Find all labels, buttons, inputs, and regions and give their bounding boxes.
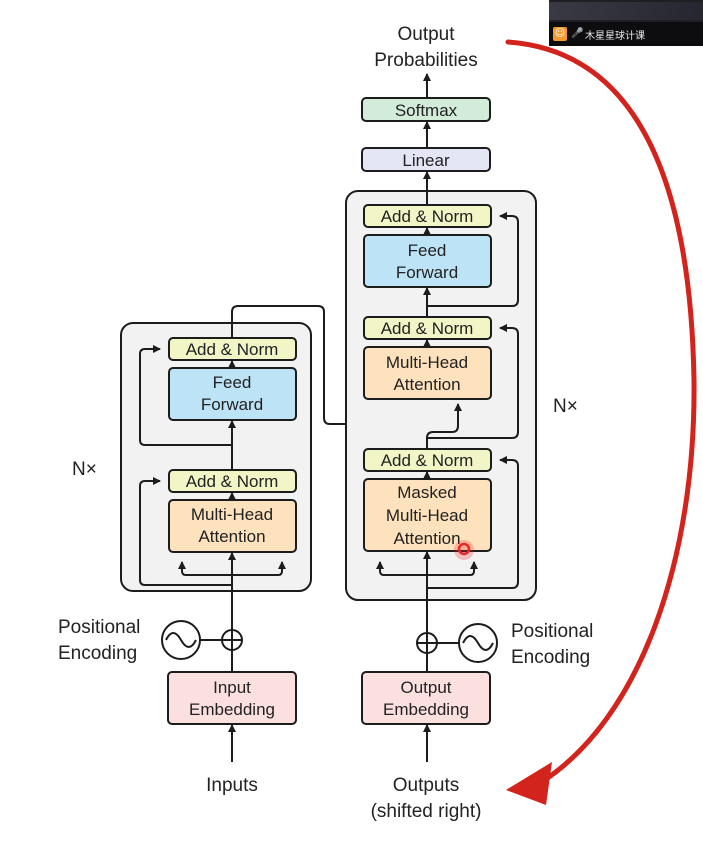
video-tile bbox=[549, 2, 703, 20]
input-embedding-label-line1: Input bbox=[213, 678, 251, 697]
output-probabilities-label-line1: Output bbox=[397, 24, 455, 45]
decoder-masked-label-line1: Masked bbox=[397, 483, 457, 502]
output-embedding-label-line2: Embedding bbox=[383, 700, 469, 719]
softmax-box bbox=[361, 97, 491, 122]
decoder-masked-label-line2: Multi-Head bbox=[386, 506, 468, 525]
decoder-nx-label: N× bbox=[553, 396, 578, 417]
video-call-overlay: ☺ 🎤 木星星球计课 bbox=[549, 0, 703, 46]
linear-box bbox=[361, 147, 491, 172]
output-embedding-label-line1: Output bbox=[400, 678, 451, 697]
encoder-feed-forward-label-line1: Feed bbox=[213, 373, 252, 392]
person-icon: ☺ bbox=[553, 27, 567, 41]
encoder-add-norm-top-label: Add & Norm bbox=[186, 340, 279, 359]
decoder-mha-label-line2: Attention bbox=[393, 375, 460, 394]
encoder-positional-label-line2: Encoding bbox=[58, 643, 137, 664]
decoder-connections bbox=[376, 73, 519, 672]
decoder-sine-wave bbox=[462, 635, 494, 651]
input-embedding-label-line2: Embedding bbox=[189, 700, 275, 719]
decoder-feed-forward-label-line2: Forward bbox=[396, 263, 458, 282]
red-annotation-arrow bbox=[505, 39, 697, 786]
linear-label: Linear bbox=[402, 151, 450, 170]
encoder-positional-label-line1: Positional bbox=[58, 617, 140, 638]
decoder-mha-label-line1: Multi-Head bbox=[386, 353, 468, 372]
encoder-nx-label: N× bbox=[72, 459, 97, 480]
decoder-positional-label-line1: Positional bbox=[511, 621, 593, 642]
decoder-add-norm-top-label: Add & Norm bbox=[381, 207, 474, 226]
encoder-add-norm-bottom-label: Add & Norm bbox=[186, 472, 279, 491]
decoder-add-norm-mid-label: Add & Norm bbox=[381, 319, 474, 338]
decoder-masked-label-line3: Attention bbox=[393, 529, 460, 548]
outputs-label-line1: Outputs bbox=[393, 775, 460, 796]
decoder-feed-forward-label-line1: Feed bbox=[408, 241, 447, 260]
outputs-label-line2: (shifted right) bbox=[371, 801, 482, 822]
cursor-glow bbox=[454, 540, 474, 560]
participant-name: 木星星球计课 bbox=[585, 30, 645, 42]
decoder-positional-label-line2: Encoding bbox=[511, 647, 590, 668]
inputs-label: Inputs bbox=[206, 775, 258, 796]
microphone-icon[interactable]: 🎤 bbox=[571, 28, 584, 39]
participant-bar: ☺ 🎤 木星星球计课 bbox=[549, 22, 703, 46]
encoder-feed-forward-label-line2: Forward bbox=[201, 395, 263, 414]
decoder-add-norm-bottom-label: Add & Norm bbox=[381, 451, 474, 470]
encoder-sine-wave bbox=[165, 632, 197, 648]
encoder-mha-label-line1: Multi-Head bbox=[191, 505, 273, 524]
red-annotation-arrowhead bbox=[506, 762, 552, 805]
cursor-dot bbox=[457, 542, 471, 556]
output-probabilities-label-line2: Probabilities bbox=[374, 50, 478, 71]
encoder-mha-label-line2: Attention bbox=[198, 527, 265, 546]
softmax-label: Softmax bbox=[395, 101, 458, 120]
